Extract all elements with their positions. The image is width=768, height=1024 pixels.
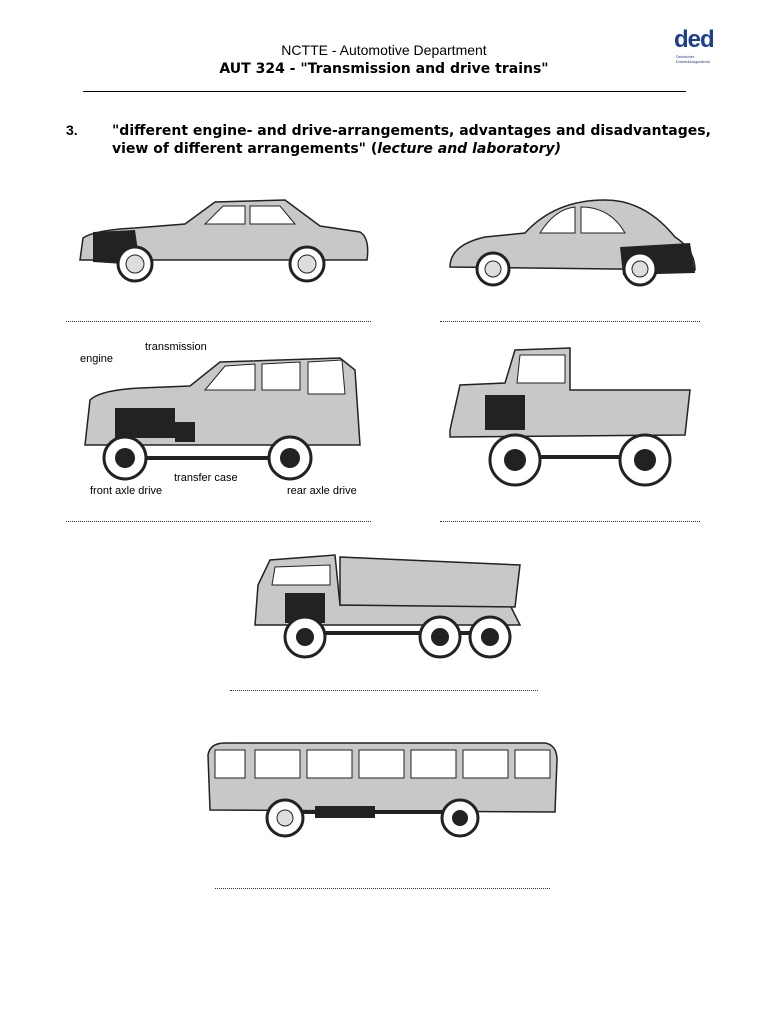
ded-logo: ded (674, 26, 715, 53)
bus-icon (207, 742, 558, 838)
label-engine: engine (80, 353, 114, 365)
label-front-axle-drive: front axle drive (90, 485, 163, 497)
label-transmission: transmission (145, 341, 207, 353)
question-text: "different engine- and drive-arrangement… (112, 122, 732, 158)
beetle-rear-engine-icon (449, 199, 696, 287)
header-course-title: AUT 324 - "Transmission and drive trains… (219, 61, 549, 77)
ded-logo-subtitle: Deutscher Entwicklungsdienst (676, 54, 711, 64)
sedan-front-engine-icon (79, 199, 369, 283)
question-number: 3. (66, 122, 78, 138)
suv-4wd-icon (84, 357, 361, 481)
question-text-main: "different engine- and drive-arrangement… (112, 123, 711, 157)
header-divider (83, 91, 686, 92)
answer-line-1[interactable] (66, 321, 371, 322)
label-rear-axle-drive: rear axle drive (287, 485, 357, 497)
answer-line-2[interactable] (440, 321, 700, 322)
label-transfer-case: transfer case (174, 472, 238, 484)
answer-line-4[interactable] (440, 521, 700, 522)
answer-line-6[interactable] (215, 888, 550, 889)
header-department: NCTTE - Automotive Department (281, 42, 487, 58)
unimog-truck-icon (449, 347, 691, 487)
answer-line-5[interactable] (230, 690, 538, 691)
answer-line-3[interactable] (66, 521, 371, 522)
dump-truck-icon (254, 554, 522, 659)
question-text-italic: lecture and laboratory) (377, 141, 562, 157)
